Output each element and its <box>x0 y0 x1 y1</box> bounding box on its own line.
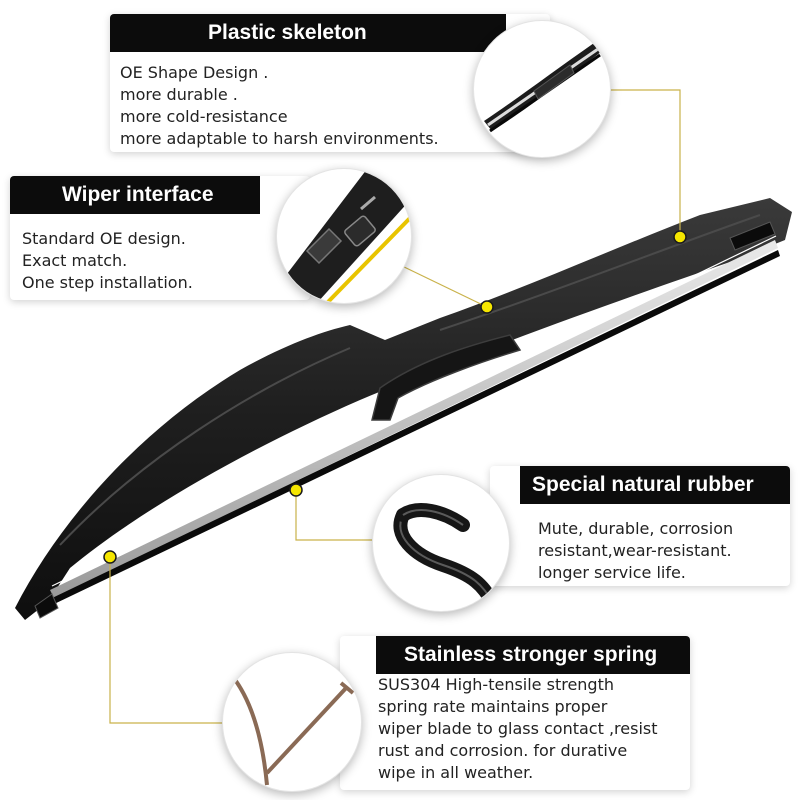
feature-line: wiper blade to glass contact ,resist <box>378 719 658 738</box>
feature-line: Standard OE design. <box>22 229 186 248</box>
feature-description: Standard OE design. Exact match. One ste… <box>22 228 193 294</box>
feature-line: One step installation. <box>22 273 193 292</box>
feature-line: longer service life. <box>538 563 686 582</box>
callout-dots <box>103 230 687 564</box>
callout-dot-interface <box>480 300 494 314</box>
feature-line: wipe in all weather. <box>378 763 534 782</box>
feature-line: Exact match. <box>22 251 128 270</box>
feature-card-plastic-skeleton: Plastic skeleton OE Shape Design . more … <box>110 14 550 152</box>
zoom-circle-plastic-skeleton <box>473 20 611 158</box>
zoom-circle-natural-rubber <box>372 474 510 612</box>
feature-title: Plastic skeleton <box>110 14 506 52</box>
rubber-strip <box>48 250 780 606</box>
feature-title: Wiper interface <box>10 176 260 214</box>
feature-description: OE Shape Design . more durable . more co… <box>120 62 439 150</box>
center-bridge <box>371 334 522 421</box>
feature-line: OE Shape Design . <box>120 63 269 82</box>
feature-line: rust and corrosion. for durative <box>378 741 628 760</box>
feature-card-stainless-spring: Stainless stronger spring SUS304 High-te… <box>340 636 690 790</box>
feature-line: spring rate maintains proper <box>378 697 608 716</box>
feature-line: SUS304 High-tensile strength <box>378 675 614 694</box>
feature-title: Stainless stronger spring <box>376 636 690 674</box>
feature-line: more adaptable to harsh environments. <box>120 129 439 148</box>
callout-dot-spring <box>103 550 117 564</box>
callout-dot-rubber <box>289 483 303 497</box>
zoom-circle-stainless-spring <box>222 652 362 792</box>
feature-line: more durable . <box>120 85 238 104</box>
feature-line: resistant,wear-resistant. <box>538 541 732 560</box>
feature-description: SUS304 High-tensile strength spring rate… <box>378 674 658 784</box>
feature-description: Mute, durable, corrosion resistant,wear-… <box>538 518 733 584</box>
feature-title: Special natural rubber <box>520 466 790 504</box>
zoom-circle-wiper-interface <box>276 168 412 304</box>
callout-dot-skeleton <box>673 230 687 244</box>
feature-card-natural-rubber: Special natural rubber Mute, durable, co… <box>490 466 790 586</box>
feature-card-wiper-interface: Wiper interface Standard OE design. Exac… <box>10 176 310 300</box>
feature-line: more cold-resistance <box>120 107 288 126</box>
feature-line: Mute, durable, corrosion <box>538 519 734 538</box>
blade-body <box>15 198 792 620</box>
blade-rail <box>50 240 778 598</box>
